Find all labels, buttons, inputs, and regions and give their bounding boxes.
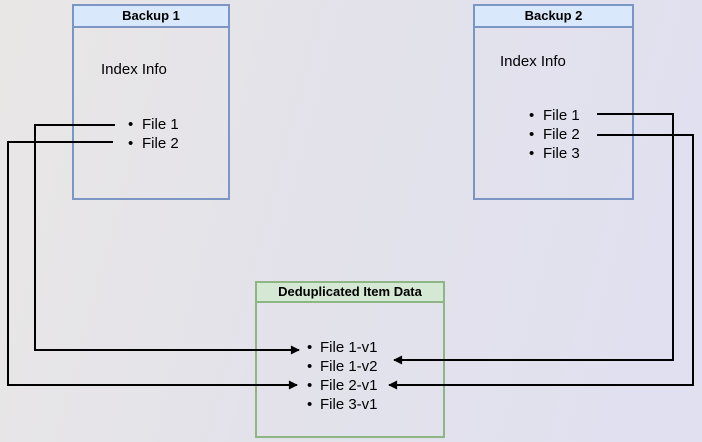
backup1-title: Backup 1	[74, 6, 228, 28]
backup2-file-list: File 1 File 2 File 3	[529, 106, 580, 163]
dedup-item: File 1-v2	[307, 357, 378, 376]
backup2-file-item: File 2	[529, 125, 580, 144]
dedup-item: File 1-v1	[307, 338, 378, 357]
backup2-file-item: File 3	[529, 144, 580, 163]
dedup-item: File 3-v1	[307, 395, 378, 414]
backup1-index-info-label: Index Info	[101, 61, 167, 78]
backup2-title: Backup 2	[475, 6, 632, 28]
backup1-file-item: File 2	[128, 134, 179, 153]
backup2-index-info-label: Index Info	[500, 53, 566, 70]
backup2-box: Backup 2 Index Info File 1 File 2 File 3	[473, 4, 634, 200]
backup1-file-list: File 1 File 2	[128, 115, 179, 153]
deduplicated-item-data-box: Deduplicated Item Data File 1-v1 File 1-…	[255, 281, 445, 438]
dedup-title: Deduplicated Item Data	[257, 283, 443, 303]
backup1-file-item: File 1	[128, 115, 179, 134]
dedup-item: File 2-v1	[307, 376, 378, 395]
dedup-item-list: File 1-v1 File 1-v2 File 2-v1 File 3-v1	[307, 338, 378, 414]
backup1-box: Backup 1 Index Info File 1 File 2	[72, 4, 230, 200]
backup2-file-item: File 1	[529, 106, 580, 125]
